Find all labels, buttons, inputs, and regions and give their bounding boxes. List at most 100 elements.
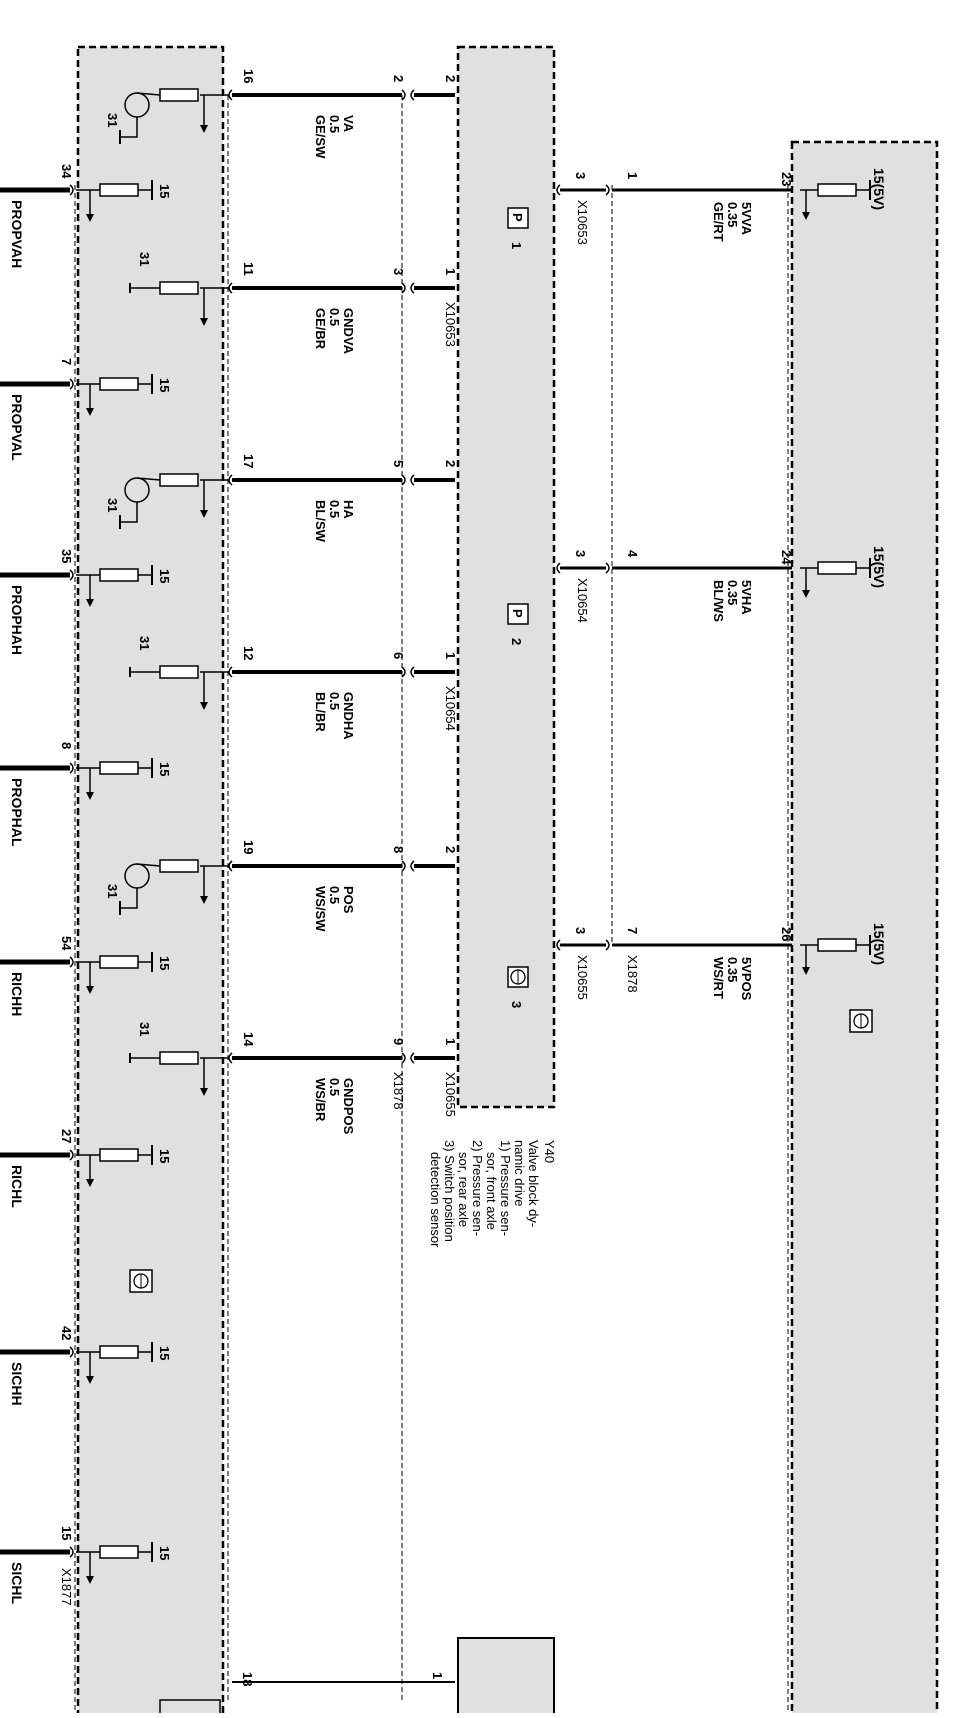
supply-arrow xyxy=(802,590,810,598)
output-signal: SICHH xyxy=(9,1362,25,1406)
y40-desc-2: namic drive xyxy=(512,1140,527,1206)
ecu-arrow xyxy=(200,702,208,710)
ecu-transistor-ground: 31 xyxy=(105,113,120,127)
output-arrow xyxy=(86,1576,94,1584)
signal-wire-color: GE/BR xyxy=(313,308,328,350)
signal-ecu-pin: 12 xyxy=(241,646,256,660)
ecu-arrow xyxy=(200,125,208,133)
ecu-transistor-emitter xyxy=(120,117,138,138)
ecu-box-bottom-stub xyxy=(159,1699,221,1718)
connector-symbol xyxy=(401,474,406,486)
output-pin: 42 xyxy=(59,1326,74,1340)
signal-y40-pin: 1 xyxy=(443,1038,458,1045)
supply-resistor xyxy=(817,561,857,575)
supply-conn-pin: 3 xyxy=(573,550,588,557)
connector-symbol xyxy=(410,1052,415,1064)
output-supply: 15 xyxy=(157,184,172,198)
output-signal: RICHL xyxy=(9,1165,25,1208)
supply-arrow xyxy=(802,212,810,220)
output-arrow xyxy=(86,599,94,607)
ecu-transistor-emitter xyxy=(120,888,138,909)
signal-wire-color: GE/SW xyxy=(313,115,328,159)
connector-symbol xyxy=(605,939,610,951)
connector-symbol xyxy=(605,562,610,574)
connector-symbol xyxy=(69,956,74,968)
connector-symbol xyxy=(69,1546,74,1558)
ecu-resistor xyxy=(159,1051,199,1065)
signal-ecu-pin: 19 xyxy=(241,840,256,854)
output-signal: RICHH xyxy=(9,972,25,1016)
connector-symbol xyxy=(228,860,233,872)
supply-wire-name: 5VPOS xyxy=(739,957,754,1001)
y40-id: Y40 xyxy=(542,1140,557,1163)
output-signal: SICHL xyxy=(9,1562,25,1604)
ecu-transistor-ground: 31 xyxy=(105,884,120,898)
connector-symbol xyxy=(401,282,406,294)
output-resistor xyxy=(99,1148,139,1162)
y40-note-1b: sor, front axle xyxy=(484,1152,499,1230)
connector-symbol xyxy=(228,282,233,294)
ecu-box xyxy=(76,45,225,1718)
ecu-transistor-ground: 31 xyxy=(105,498,120,512)
signal-wire-name: HA xyxy=(341,500,356,519)
output-pin: 35 xyxy=(59,549,74,563)
bottom-y40-pin: 1 xyxy=(430,1672,445,1679)
supply-connector: X10654 xyxy=(575,578,590,623)
connector-symbol xyxy=(401,666,406,678)
signal-x1878-pin: 9 xyxy=(391,1038,406,1045)
ecu-transistor-emitter xyxy=(120,502,138,523)
supply-connector: X10655 xyxy=(575,955,590,1000)
ecu-gnd-ground: 31 xyxy=(137,1022,152,1036)
output-arrow xyxy=(86,214,94,222)
signal-wire-name: VA xyxy=(341,115,356,133)
signal-wire-color: BL/BR xyxy=(313,692,328,732)
connector-symbol xyxy=(556,939,561,951)
output-supply: 15 xyxy=(157,378,172,392)
output-supply: 15 xyxy=(157,762,172,776)
signal-y40-pin: 2 xyxy=(443,846,458,853)
sensor-icon xyxy=(507,207,529,229)
signal-wire-name: GNDHA xyxy=(341,692,356,740)
output-resistor xyxy=(99,183,139,197)
supply-conn-pin: 3 xyxy=(573,172,588,179)
supply-connector: X10653 xyxy=(575,200,590,245)
signal-wire-name: POS xyxy=(341,886,356,914)
connector-symbol xyxy=(556,184,561,196)
output-arrow xyxy=(86,986,94,994)
supply-pin-right: 24 xyxy=(779,550,794,565)
connector-symbol xyxy=(410,89,415,101)
signal-wire-color: WS/SW xyxy=(313,886,328,932)
output-resistor xyxy=(99,1345,139,1359)
connector-symbol xyxy=(69,1149,74,1161)
pressure-sensor-icon: P xyxy=(510,609,525,618)
signal-ecu-pin: 16 xyxy=(241,69,256,83)
sensor-icon xyxy=(507,603,529,625)
supply-wire-gauge: 0.35 xyxy=(725,202,740,227)
signal-ecu-pin: 14 xyxy=(241,1032,256,1047)
module-right-box xyxy=(790,140,939,1718)
connector-symbol xyxy=(69,184,74,196)
supply-label: 15(5V) xyxy=(871,923,887,965)
supply-label: 15(5V) xyxy=(871,168,887,210)
y40-note-2b: sor, rear axle xyxy=(456,1152,471,1227)
output-signal: PROPVAH xyxy=(9,200,25,268)
ecu-arrow xyxy=(200,1088,208,1096)
output-resistor xyxy=(99,955,139,969)
connector-symbol xyxy=(401,1052,406,1064)
ecu-resistor xyxy=(159,859,199,873)
output-pin: 8 xyxy=(59,742,74,749)
signal-wire-color: WS/BR xyxy=(313,1078,328,1122)
pressure-sensor-icon: P xyxy=(510,213,525,222)
valve-block-box-lower xyxy=(457,1637,555,1718)
connector-symbol xyxy=(401,89,406,101)
ecu-arrow xyxy=(200,510,208,518)
signal-connector: X10653 xyxy=(443,302,458,347)
signal-x1878-pin: 5 xyxy=(391,460,406,467)
signal-x1878-pin: 8 xyxy=(391,846,406,853)
signal-x1878-pin: 2 xyxy=(391,75,406,82)
output-signal: PROPHAL xyxy=(9,778,25,847)
output-supply: 15 xyxy=(157,956,172,970)
signal-wire-gauge: 0.5 xyxy=(327,115,342,133)
y40-desc-1: Valve block dy- xyxy=(526,1140,541,1227)
